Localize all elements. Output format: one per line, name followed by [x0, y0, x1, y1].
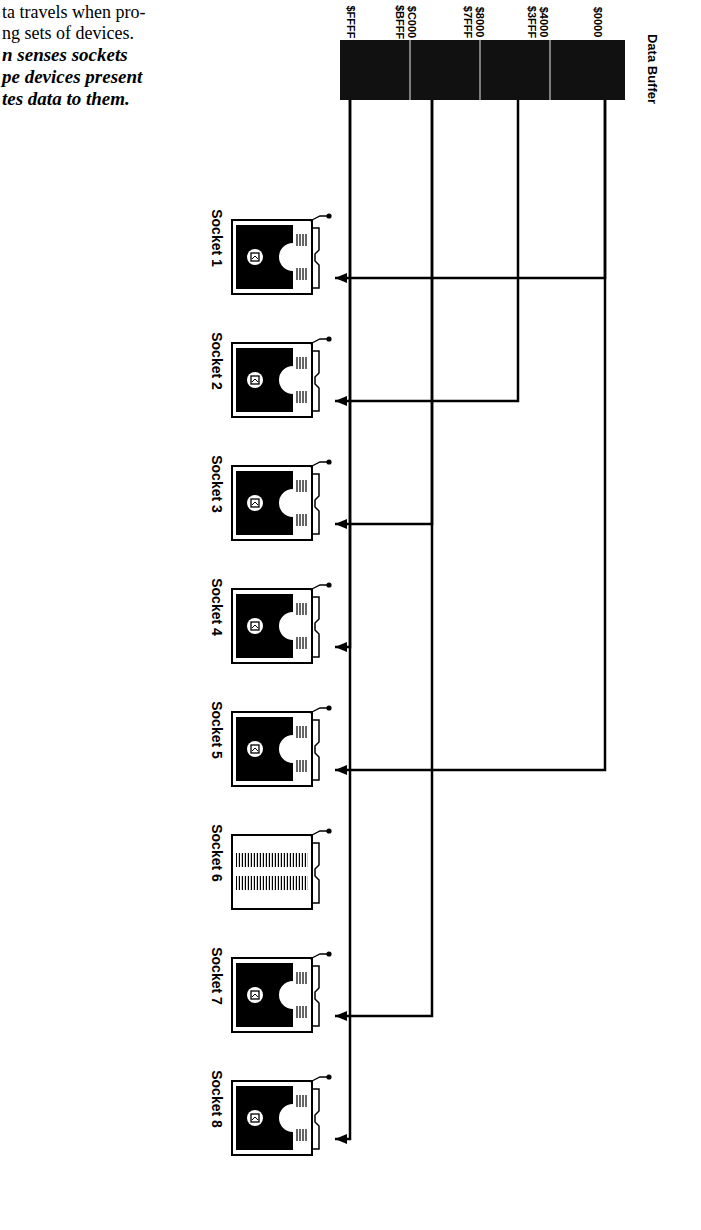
socket-label: Socket 2 — [209, 332, 225, 390]
buffer-title: Data Buffer — [645, 34, 659, 104]
bus-line — [335, 100, 518, 401]
label-holder: $7FFF — [0, 0, 32, 12]
expansion-cards — [232, 213, 332, 1155]
address-label: $3FFF — [526, 6, 538, 38]
socket-node: Socket 2 — [205, 321, 335, 421]
bus-line — [335, 100, 350, 647]
address-label: $C000 — [406, 6, 418, 38]
socket-node: Socket 4 — [205, 567, 335, 667]
card-4 — [232, 582, 332, 663]
body-text: ng sets of devices. — [2, 23, 134, 43]
address-label: $7FFF — [462, 6, 474, 38]
label-holder: ta travels when pro- — [0, 0, 143, 20]
label-holder: $3FFF — [0, 0, 32, 12]
label-holder: $C000 — [0, 0, 32, 12]
socket-node: Socket 5 — [205, 690, 335, 790]
address-label: $FFFF — [344, 6, 356, 39]
body-text: tes data to them. — [2, 89, 130, 109]
socket-node: Socket 6 — [205, 813, 335, 913]
buffer-node: Data Buffer — [340, 38, 680, 100]
socket-node: Socket 8 — [205, 1059, 335, 1159]
socket-node: Socket 3 — [205, 444, 335, 544]
bus-line — [335, 100, 350, 1139]
data-buffer-block — [340, 40, 625, 100]
label-holder: $BFFF — [0, 0, 34, 12]
socket-label: Socket 1 — [209, 209, 225, 267]
card-7 — [232, 951, 332, 1032]
card-8 — [232, 1074, 332, 1155]
address-label: $0000 — [592, 7, 604, 38]
label-holder: n senses sockets — [0, 0, 126, 20]
label-holder: tes data to them. — [0, 0, 128, 20]
bus-line — [335, 100, 605, 770]
label-holder: pe devices present — [0, 0, 140, 20]
card-6 — [232, 828, 332, 909]
body-text: n senses sockets — [2, 45, 128, 65]
label-holder: $FFFF — [0, 0, 33, 12]
socket-label: Socket 7 — [209, 947, 225, 1005]
socket-label: Socket 4 — [209, 578, 225, 636]
label-holder: ng sets of devices. — [0, 0, 132, 20]
label-holder: $4000 — [0, 0, 31, 12]
address-label: $BFFF — [394, 5, 406, 39]
socket-label: Socket 5 — [209, 701, 225, 759]
socket-label: Socket 3 — [209, 455, 225, 513]
card-3 — [232, 459, 332, 540]
label-holder: $0000 — [0, 0, 31, 12]
body-text: pe devices present — [2, 67, 142, 87]
socket-node: Socket 1 — [205, 198, 335, 298]
label-holder: $8000 — [0, 0, 31, 12]
bus-line — [335, 100, 605, 278]
body-text: ta travels when pro- — [2, 2, 145, 22]
socket-label: Socket 8 — [209, 1070, 225, 1128]
socket-node: Socket 7 — [205, 936, 335, 1036]
address-label: $8000 — [474, 7, 486, 38]
socket-label: Socket 6 — [209, 824, 225, 882]
card-1 — [232, 213, 332, 294]
card-5 — [232, 705, 332, 786]
card-2 — [232, 336, 332, 417]
address-label: $4000 — [538, 7, 550, 38]
